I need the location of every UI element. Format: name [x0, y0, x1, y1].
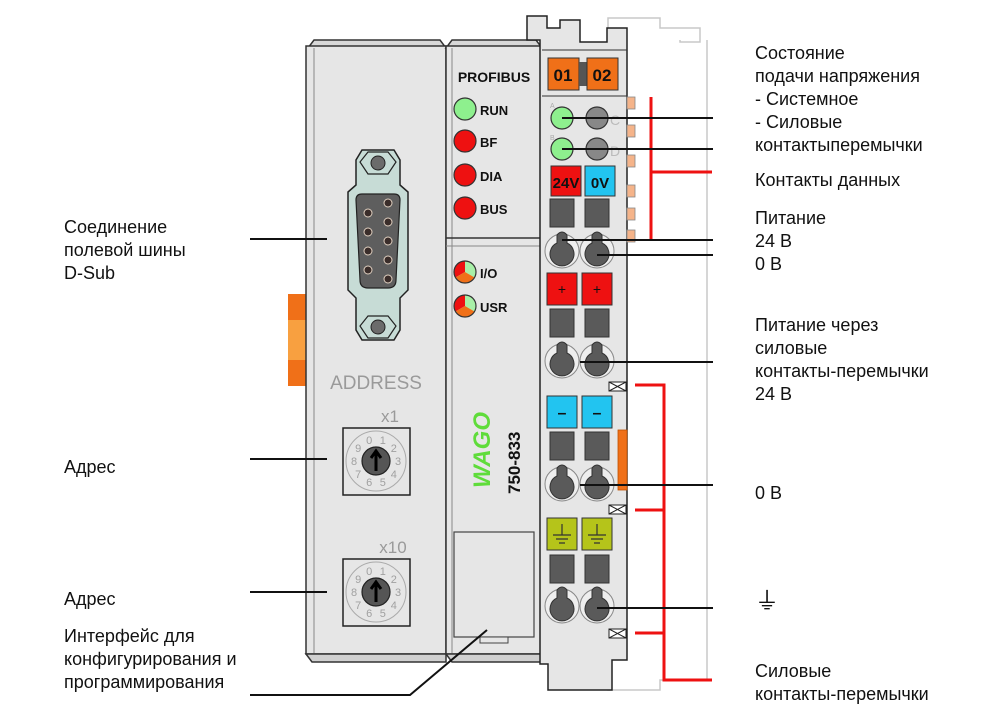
led-bf: BF	[453, 129, 497, 153]
minus-marker	[546, 395, 578, 429]
dial-digit: 7	[355, 600, 361, 612]
switch-x1-label: x1	[381, 407, 399, 426]
terminal-rows: + + – –	[544, 198, 615, 624]
terminal-markers: 01 02	[547, 57, 619, 91]
dial-digit: 8	[351, 587, 357, 599]
wire-entry[interactable]	[584, 231, 610, 267]
label-address-x1: Адрес	[64, 457, 116, 477]
svg-text:I/O: I/O	[480, 266, 497, 281]
label-24v: 24V	[553, 175, 580, 192]
led-run: RUN	[453, 97, 508, 121]
red-brackets	[635, 97, 712, 682]
config-interface-port[interactable]	[453, 531, 535, 644]
marker-01: 01	[554, 66, 573, 85]
dial-digit: 4	[391, 469, 397, 481]
side-contact	[617, 429, 628, 491]
minus-icon: –	[593, 405, 602, 422]
dial-digit: 5	[380, 477, 386, 489]
jumper-markers	[608, 381, 627, 639]
label-supply: Питание 24 В 0 В	[755, 208, 827, 274]
svg-text:B: B	[550, 135, 555, 142]
wire-entry[interactable]	[549, 464, 575, 500]
dial-digit: 6	[366, 477, 372, 489]
plus-marker	[581, 272, 613, 306]
release-button[interactable]	[549, 431, 575, 461]
label-power-jumper-24v: Питание через силовые контакты-перемычки…	[755, 315, 929, 404]
svg-text:RUN: RUN	[480, 103, 508, 118]
dsub-connector	[347, 149, 409, 341]
label-0v: 0 В	[755, 483, 783, 503]
supply-markers: 24V 0V	[550, 165, 616, 197]
wire-entry[interactable]	[549, 341, 575, 377]
model-number: 750-833	[505, 432, 524, 494]
svg-text:C: C	[610, 112, 620, 128]
dial-digit: 9	[355, 443, 361, 455]
dial-digit: 4	[391, 600, 397, 612]
release-button[interactable]	[549, 198, 575, 228]
dial-digit: 0	[366, 435, 372, 447]
release-button[interactable]	[584, 308, 610, 338]
wire-entry[interactable]	[584, 586, 610, 622]
dial-digit: 5	[380, 608, 386, 620]
led-bus: BUS	[453, 196, 508, 220]
label-config-interface: Интерфейс для конфигурирования и програм…	[64, 626, 237, 692]
label-0v: 0V	[591, 175, 609, 192]
release-button[interactable]	[584, 198, 610, 228]
din-clip	[288, 294, 308, 386]
dial-digit: 1	[380, 435, 386, 447]
dial-digit: 2	[391, 574, 397, 586]
dial-digit: 8	[351, 456, 357, 468]
plus-icon: +	[558, 281, 566, 297]
led-usr: USR	[453, 294, 508, 318]
ground-icon	[588, 524, 606, 544]
dial-digit: 9	[355, 574, 361, 586]
svg-text:BUS: BUS	[480, 202, 508, 217]
label-power-jumpers: Силовые контакты-перемычки	[755, 661, 929, 704]
address-title: ADDRESS	[330, 373, 422, 394]
release-button[interactable]	[549, 554, 575, 584]
svg-text:DIA: DIA	[480, 169, 503, 184]
svg-text:A: A	[550, 103, 555, 110]
plus-marker	[546, 272, 578, 306]
dial-digit: 3	[395, 456, 401, 468]
arrow-up-icon	[369, 579, 383, 602]
minus-icon: –	[558, 405, 567, 422]
led-io: I/O	[453, 260, 497, 284]
arrow-up-icon	[369, 448, 383, 471]
dial-digit: 3	[395, 587, 401, 599]
wire-entry[interactable]	[549, 586, 575, 622]
led-dia: DIA	[453, 163, 503, 187]
label-dsub-connection: Соединение полевой шины D-Sub	[64, 217, 186, 283]
ground-icon: ⏚	[755, 588, 779, 615]
switch-x10-label: x10	[379, 538, 406, 557]
leader-lines	[250, 117, 713, 696]
bus-name: PROFIBUS	[458, 69, 530, 85]
label-supply-status: Состояние подачи напряжения - Системное …	[755, 43, 923, 155]
plus-icon: +	[593, 281, 601, 297]
wire-entry[interactable]	[549, 231, 575, 267]
dial-digit: 0	[366, 566, 372, 578]
release-button[interactable]	[584, 554, 610, 584]
dial-digit: 2	[391, 443, 397, 455]
dial-digit: 7	[355, 469, 361, 481]
svg-text:D: D	[610, 143, 620, 159]
svg-text:BF: BF	[480, 135, 497, 150]
marker-02: 02	[593, 66, 612, 85]
label-data-contacts: Контакты данных	[755, 170, 901, 190]
dial-digit: 1	[380, 566, 386, 578]
dial-digit: 6	[366, 608, 372, 620]
release-button[interactable]	[584, 431, 610, 461]
ground-icon	[553, 524, 571, 544]
wago-logo: WAGO	[469, 412, 496, 488]
release-button[interactable]	[549, 308, 575, 338]
minus-marker	[581, 395, 613, 429]
svg-text:USR: USR	[480, 300, 508, 315]
data-contacts	[626, 96, 636, 243]
label-address-x10: Адрес	[64, 589, 116, 609]
